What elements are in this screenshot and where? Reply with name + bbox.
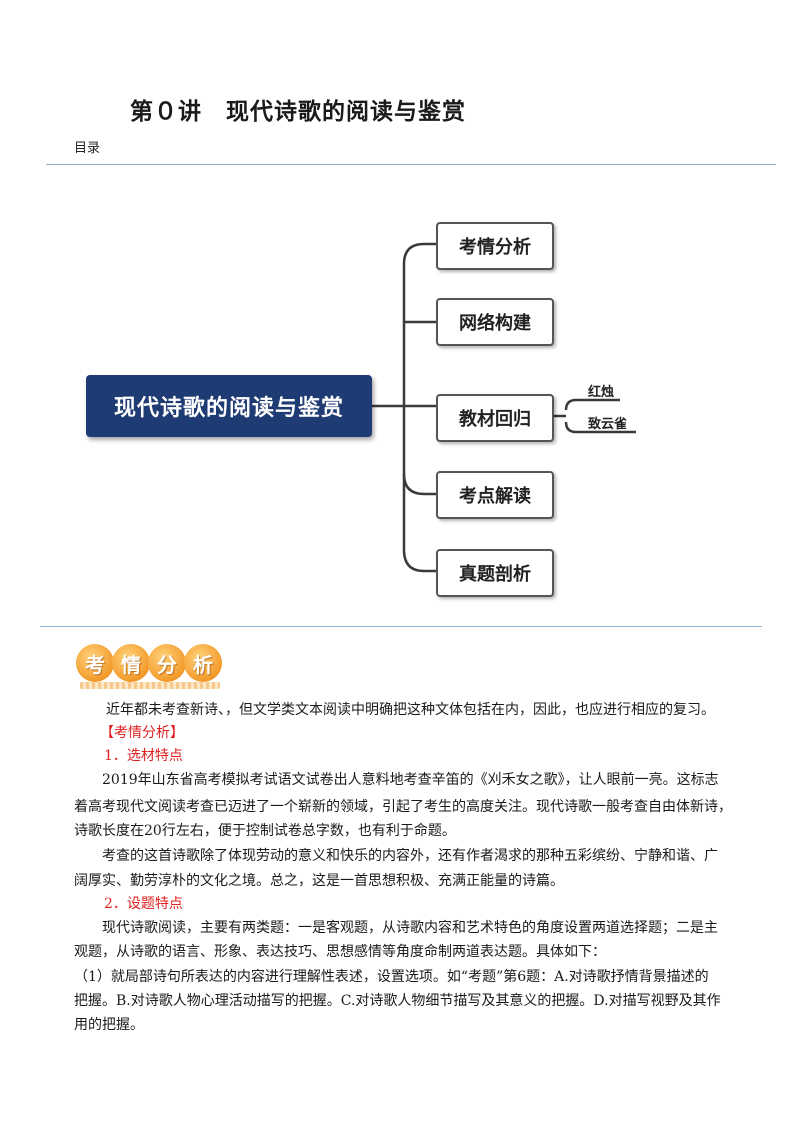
paragraph-line: 诗歌长度在20行左右，便于控制试卷总字数，也有利于命题。	[74, 823, 456, 839]
sub-item-zhiyunque: 致云雀	[588, 417, 628, 432]
paragraph-line: 考查的这首诗歌除了体现劳动的意义和快乐的内容外，还有作者渴求的那种五彩缤纷、宁静…	[102, 848, 718, 864]
badge-char: 情	[112, 644, 150, 682]
paragraph-line: 现代诗歌阅读，主要有两类题：一是客观题，从诗歌内容和艺术特色的角度设置两道选择题…	[102, 920, 718, 936]
branch-wangluo-goujian: 网络构建	[436, 298, 554, 346]
branch-kaodian-jiedu: 考点解读	[436, 471, 554, 519]
paragraph-line: 用的把握。	[74, 1017, 144, 1033]
mind-map-root: 现代诗歌的阅读与鉴赏	[86, 375, 372, 437]
mind-map-connectors	[372, 242, 636, 573]
sub-item-hongzhu: 红烛	[588, 385, 615, 400]
kaoqing-fenxi-badge: 考 情 分 析	[76, 642, 226, 692]
branch-kaoqing-fenxi: 考情分析	[436, 222, 554, 270]
section-heading: 【考情分析】	[100, 725, 184, 741]
paragraph-line: 把握。B.对诗歌人物心理活动描写的把握。C.对诗歌人物细节描写及其意义的把握。D…	[74, 993, 721, 1009]
badge-base	[80, 682, 220, 689]
mind-map: 现代诗歌的阅读与鉴赏 考情分析 网络构建 教材回归 考点解读 真题剖析 红烛 致…	[86, 222, 636, 597]
branch-jiaocai-huigui: 教材回归	[436, 394, 554, 442]
paragraph-line: 2019年山东省高考模拟考试语文试卷出人意料地考查辛笛的《刈禾女之歌》，让人眼前…	[102, 772, 719, 788]
paragraph-line: （1）就局部诗句所表达的内容进行理解性表述，设置选项。如“考题”第6题：A.对诗…	[74, 969, 709, 985]
toc-label: 目录	[74, 141, 101, 156]
badge-char: 考	[76, 644, 114, 682]
intro-paragraph: 近年都未考查新诗、，但文学类文本阅读中明确把这种文体包括在内，因此，也应进行相应…	[106, 702, 715, 718]
badge-char: 分	[148, 644, 186, 682]
paragraph-line: 观题，从诗歌的语言、形象、表达技巧、思想感情等角度命制两道表达题。具体如下：	[74, 944, 606, 960]
paragraph-line: 阔厚实、勤劳淳朴的文化之境。总之，这是一首思想积极、充满正能量的诗篇。	[74, 873, 564, 889]
subheading-xuancai: 1．选材特点	[104, 748, 183, 764]
badge-char: 析	[184, 644, 222, 682]
page-title: 第０讲 现代诗歌的阅读与鉴赏	[130, 99, 466, 125]
subheading-sheti: 2．设题特点	[104, 896, 183, 912]
header-divider	[46, 164, 776, 165]
paragraph-line: 着高考现代文阅读考查已迈进了一个崭新的领域，引起了考生的高度关注。现代诗歌一般考…	[74, 799, 732, 815]
section-divider	[40, 626, 762, 627]
branch-zhenti-pouxi: 真题剖析	[436, 549, 554, 597]
